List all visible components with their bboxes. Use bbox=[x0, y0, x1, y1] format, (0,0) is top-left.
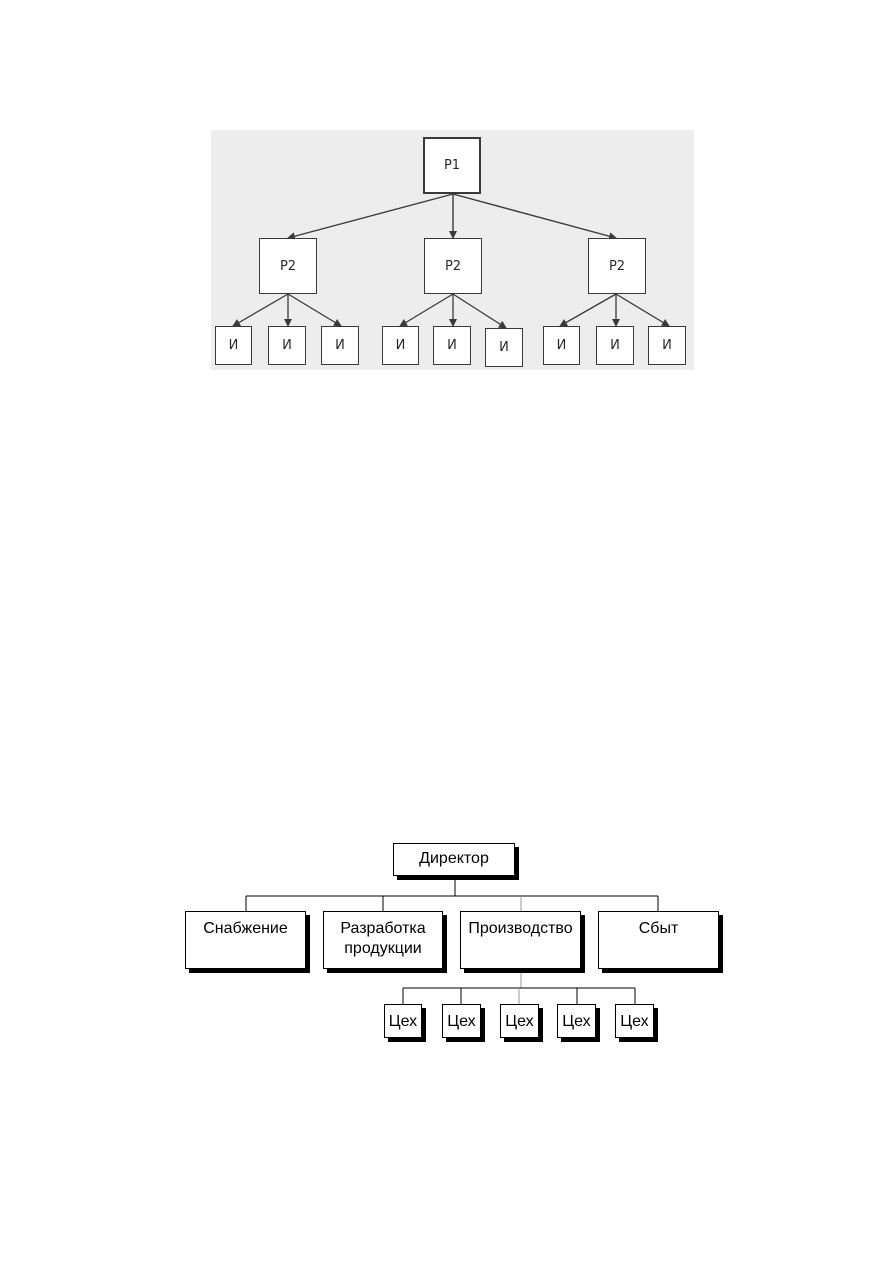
org-node-workshop: Цех bbox=[442, 1004, 481, 1038]
org-node-workshop: Цех bbox=[500, 1004, 539, 1038]
org-node-department: Разработка продукции bbox=[323, 911, 443, 969]
org-node-department: Снабжение bbox=[185, 911, 306, 969]
org-node-workshop: Цех bbox=[557, 1004, 596, 1038]
node-p2: P2 bbox=[588, 238, 646, 294]
node-label: P2 bbox=[279, 258, 297, 274]
node-leaf: И bbox=[648, 326, 686, 365]
org-node-label: Цех bbox=[620, 1013, 649, 1030]
node-leaf: И bbox=[433, 326, 471, 365]
node-label: P2 bbox=[444, 258, 462, 274]
org-node-label: Снабжение bbox=[203, 920, 288, 937]
org-node-department: Сбыт bbox=[598, 911, 719, 969]
node-leaf: И bbox=[485, 328, 523, 367]
node-label: P2 bbox=[608, 258, 626, 274]
org-node-label: Сбыт bbox=[638, 920, 679, 937]
org-node-label: Разработка продукции bbox=[340, 920, 426, 957]
org-node-workshop: Цех bbox=[615, 1004, 654, 1038]
node-label: И bbox=[662, 338, 672, 353]
org-node-label: Цех bbox=[388, 1013, 418, 1030]
org-node-department: Производство bbox=[460, 911, 581, 969]
node-label: И bbox=[395, 338, 406, 353]
hierarchy-diagram: P1 P2 P2 P2 И И И И И И И И И bbox=[211, 130, 694, 370]
org-node-label: Цех bbox=[447, 1013, 476, 1030]
org-node-label: Цех bbox=[505, 1013, 534, 1030]
org-node-director: Директор bbox=[393, 843, 515, 876]
node-leaf: И bbox=[215, 326, 252, 365]
org-node-label: Директор bbox=[419, 850, 489, 867]
node-p2: P2 bbox=[424, 238, 482, 294]
node-label: И bbox=[228, 338, 239, 353]
node-p2: P2 bbox=[259, 238, 317, 294]
node-label: И bbox=[556, 338, 567, 353]
hierarchy-connectors bbox=[232, 193, 670, 329]
node-label: И bbox=[499, 340, 509, 355]
node-label: P1 bbox=[443, 158, 461, 173]
node-label: И bbox=[610, 338, 620, 353]
node-leaf: И bbox=[268, 326, 306, 365]
node-leaf: И bbox=[596, 326, 634, 365]
node-leaf: И bbox=[543, 326, 580, 365]
node-label: И bbox=[282, 338, 292, 353]
org-node-label: Цех bbox=[562, 1013, 591, 1030]
node-leaf: И bbox=[382, 326, 419, 365]
org-node-workshop: Цех bbox=[384, 1004, 422, 1038]
node-label: И bbox=[335, 338, 345, 353]
org-node-label: Производство bbox=[468, 920, 573, 937]
node-p1: P1 bbox=[423, 137, 481, 194]
node-leaf: И bbox=[321, 326, 359, 365]
node-label: И bbox=[447, 338, 457, 353]
